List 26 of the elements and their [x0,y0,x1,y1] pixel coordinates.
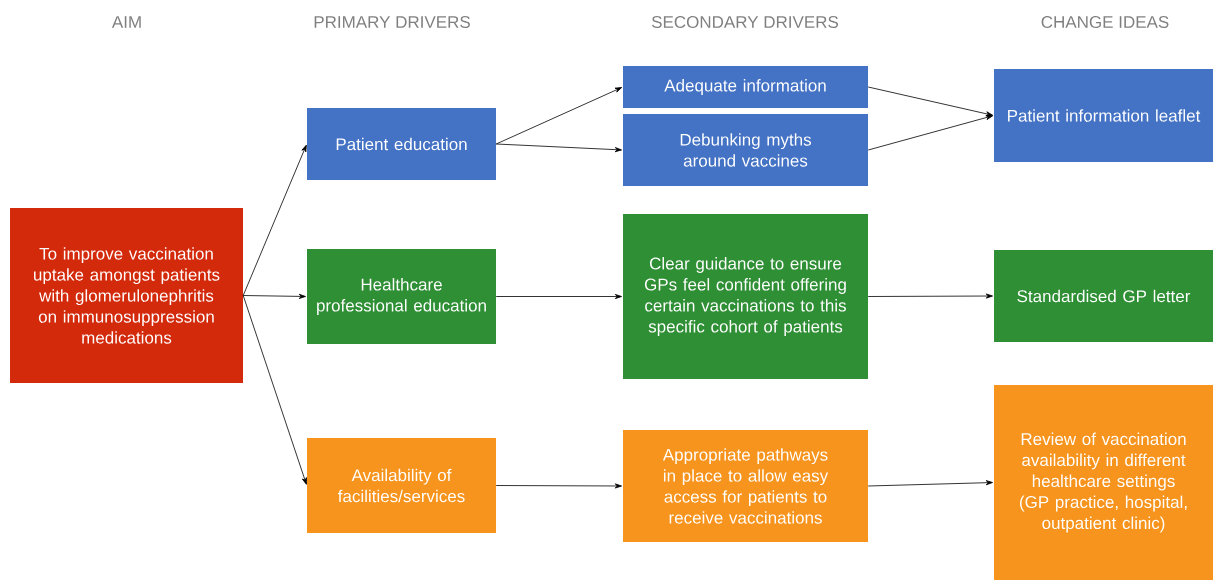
driver-box: To improve vaccination uptake amongst patients with glomerulonephritis on immunosuppression medications [10,208,243,383]
arrow [242,293,306,299]
arrow [495,483,622,489]
arrow [867,480,993,487]
arrow [495,143,622,153]
driver-box: Debunking myths around vaccines [623,114,868,186]
arrow [867,86,993,117]
arrow [495,87,623,145]
column-heading: PRIMARY DRIVERS [314,16,470,29]
arrow [495,294,622,300]
arrow [867,293,993,299]
driver-box: Review of vaccination availability in different healthcare settings (GP practice, hospital, outpatient clinic) [994,385,1213,580]
column-heading: CHANGE IDEAS [1041,16,1169,29]
arrow [242,295,307,485]
arrow [242,144,307,296]
driver-box: Availability of facilities/services [307,438,496,533]
driver-box: Patient information leaflet [994,69,1213,162]
column-heading: SECONDARY DRIVERS [651,16,839,29]
driver-box: Standardised GP letter [994,250,1213,342]
driver-box: Healthcare professional education [307,249,496,344]
driver-box: Appropriate pathways in place to allow easy access for patients to receive vaccinations [623,430,868,542]
column-heading: AIM [111,16,141,28]
driver-box: Adequate information [623,66,868,108]
driver-box: Patient education [307,108,496,180]
driver-box: Clear guidance to ensure GPs feel confident offering certain vaccinations to this specific cohort of patients [623,214,868,379]
arrow [867,115,993,151]
